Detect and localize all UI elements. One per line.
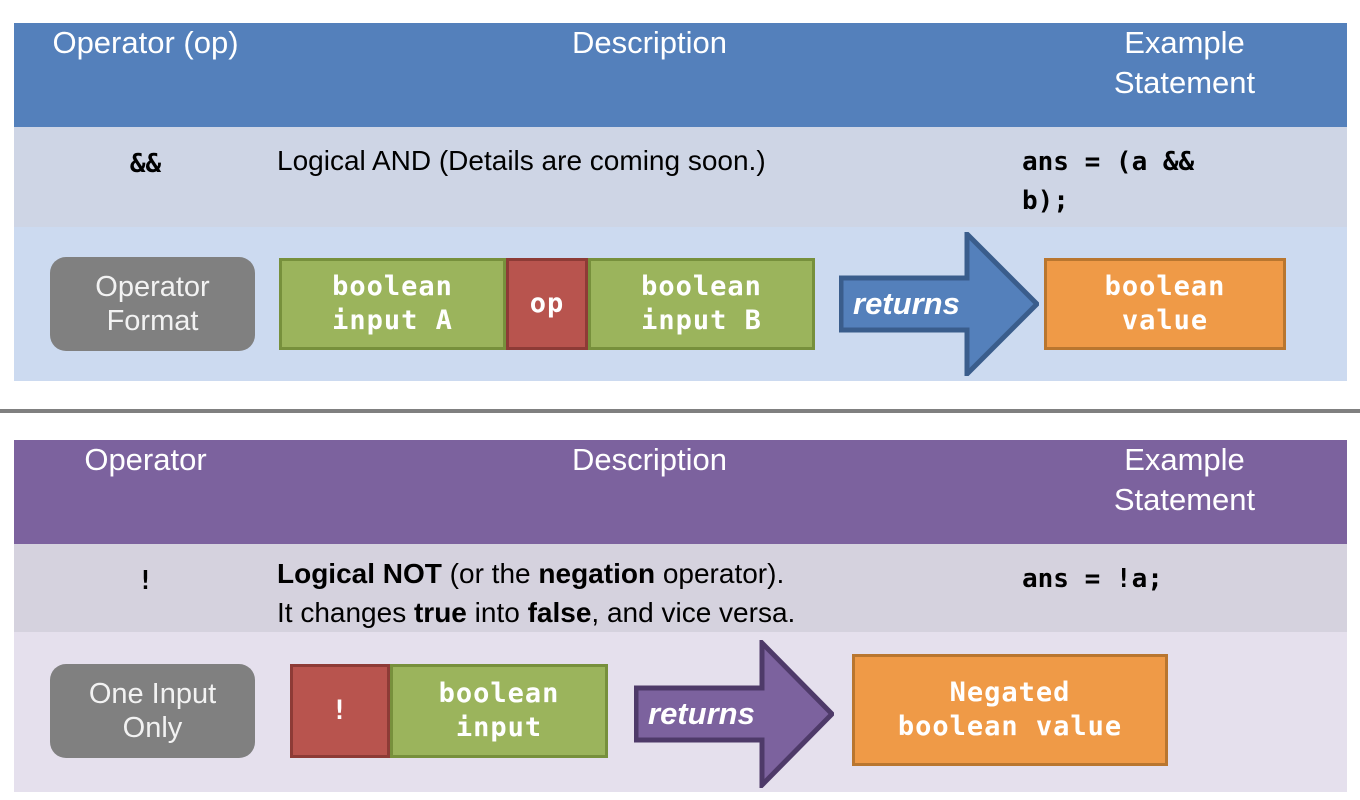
returns-arrow-and: returns (839, 232, 1039, 376)
column-header-example-line1: Example (1124, 442, 1245, 477)
one-input-diagram: One Input Only ! boolean input returns N… (14, 632, 1347, 792)
column-header-operator: Operator (op) (14, 23, 277, 127)
column-header-description: Description (277, 23, 1022, 127)
chip-result-line1: Negated (949, 677, 1071, 708)
chip-operator-not: ! (290, 664, 390, 758)
chip-result-line1: boolean (1104, 271, 1226, 302)
chip-boolean-input-b: boolean input B (588, 258, 815, 350)
chip-boolean-value-result: boolean value (1044, 258, 1286, 350)
cell-description-line1: Logical NOT (or the negation operator). (277, 554, 1022, 593)
diagram-tag-one-input-only: One Input Only (50, 664, 255, 758)
logical-not-table: Operator Description Example Statement !… (14, 440, 1347, 632)
diagram-tag-line1: One Input (88, 678, 217, 710)
desc-text-1: (or the (441, 558, 539, 589)
cell-operator-symbol: && (14, 127, 277, 227)
diagram-tag-line2: Only (122, 712, 183, 744)
desc-bold-negation: negation (538, 558, 656, 589)
chip-operator-label: op (529, 288, 565, 319)
column-header-example: Example Statement (1022, 440, 1347, 544)
chip-result-line2: boolean value (897, 711, 1123, 742)
section-divider (0, 409, 1360, 413)
desc-text-5: , and vice versa. (591, 597, 796, 628)
chip-input-line2: input (455, 712, 543, 743)
desc-text-3: It changes (277, 597, 414, 628)
logical-not-block: Operator Description Example Statement !… (14, 440, 1347, 792)
column-header-example: Example Statement (1022, 23, 1347, 127)
desc-bold-logical-not: Logical NOT (277, 558, 442, 589)
chip-input-b-line1: boolean (641, 271, 762, 302)
desc-bold-true: true (413, 597, 467, 628)
cell-operator-symbol: ! (14, 544, 277, 632)
cell-example-line2: b); (1022, 186, 1069, 216)
column-header-example-line2: Statement (1113, 482, 1256, 517)
logical-and-block: Operator (op) Description Example Statem… (14, 23, 1347, 381)
chip-negated-boolean-value: Negated boolean value (852, 654, 1168, 766)
column-header-example-line2: Statement (1113, 65, 1256, 100)
cell-example: ans = (a && b); (1022, 127, 1347, 227)
chip-boolean-input-a: boolean input A (279, 258, 506, 350)
diagram-tag-line1: Operator (95, 271, 210, 303)
chip-input-b-line2: input B (641, 305, 762, 336)
cell-description-line2: It changes true into false, and vice ver… (277, 593, 1022, 632)
table-header-row: Operator (op) Description Example Statem… (14, 23, 1347, 127)
column-header-operator: Operator (14, 440, 277, 544)
desc-bold-false: false (527, 597, 592, 628)
logical-and-table: Operator (op) Description Example Statem… (14, 23, 1347, 227)
cell-description: Logical AND (Details are coming soon.) (277, 127, 1022, 227)
desc-text-2: operator). (655, 558, 785, 589)
chip-operator-label: ! (331, 695, 349, 726)
chip-input-a-line2: input A (332, 305, 453, 336)
diagram-tag-line2: Format (106, 305, 199, 337)
chip-input-a-line1: boolean (332, 271, 453, 302)
chip-input-line1: boolean (438, 678, 560, 709)
table-row: && Logical AND (Details are coming soon.… (14, 127, 1347, 227)
chip-result-line2: value (1121, 305, 1209, 336)
desc-text-4: into (466, 597, 528, 628)
table-header-row: Operator Description Example Statement (14, 440, 1347, 544)
diagram-tag-operator-format: Operator Format (50, 257, 255, 351)
arrow-shape (839, 232, 1039, 376)
cell-example: ans = !a; (1022, 544, 1347, 632)
cell-description: Logical NOT (or the negation operator). … (277, 544, 1022, 632)
table-row: ! Logical NOT (or the negation operator)… (14, 544, 1347, 632)
chip-operator-op: op (506, 258, 588, 350)
chip-boolean-input: boolean input (390, 664, 608, 758)
column-header-example-line1: Example (1124, 25, 1245, 60)
returns-arrow-not: returns (634, 640, 834, 788)
returns-arrow-label: returns (648, 696, 755, 731)
returns-arrow-label: returns (853, 286, 960, 321)
cell-example-line1: ans = (a && (1022, 147, 1195, 177)
operator-format-diagram: Operator Format boolean input A op boole… (14, 227, 1347, 381)
arrow-shape (634, 640, 834, 788)
column-header-description: Description (277, 440, 1022, 544)
